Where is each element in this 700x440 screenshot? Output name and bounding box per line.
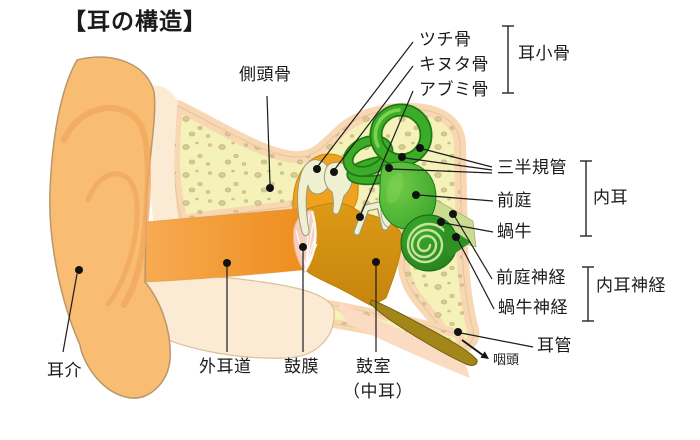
label-vestibulocochlear-nerve: 内耳神経 <box>596 276 666 295</box>
label-pharynx: 咽頭 <box>493 352 520 367</box>
label-eardrum: 鼓膜 <box>284 357 319 376</box>
label-semicircular-canals: 三半規管 <box>497 158 567 177</box>
label-ear-canal: 外耳道 <box>199 357 252 376</box>
label-vestibular-nerve: 前庭神経 <box>496 268 566 287</box>
label-temporal-bone: 側頭骨 <box>239 65 292 84</box>
label-vestibule: 前庭 <box>497 191 532 210</box>
cochlear-nerve-wedge <box>444 225 471 257</box>
label-malleus: ツチ骨 <box>419 30 472 49</box>
label-tympanic-cavity: 鼓室 <box>356 357 391 376</box>
label-inner-ear: 内耳 <box>593 188 628 207</box>
figure-title: 【耳の構造】 <box>63 8 207 34</box>
label-tympanic-cavity-paren: （中耳） <box>343 382 413 401</box>
skin-wedge-shape <box>148 85 180 255</box>
ear-canal-shape <box>144 207 306 283</box>
pharynx-arrow <box>461 339 489 359</box>
pharynx-skin-band <box>338 303 470 378</box>
label-stapes: アブミ骨 <box>419 80 489 99</box>
eardrum-shape <box>293 209 318 273</box>
group-brackets <box>502 25 594 322</box>
eustachian-tube-shape <box>369 299 478 366</box>
leader-lines <box>62 41 534 353</box>
label-auricle: 耳介 <box>47 361 82 380</box>
anchor-dots <box>75 144 462 336</box>
auricle-shape <box>49 56 171 399</box>
label-incus: キヌタ骨 <box>419 55 489 74</box>
label-cochlea: 蝸牛 <box>497 222 532 241</box>
label-ossicles: 耳小骨 <box>518 44 571 63</box>
label-cochlear-nerve: 蝸牛神経 <box>498 298 568 317</box>
label-eustachian-tube: 耳管 <box>537 336 572 355</box>
